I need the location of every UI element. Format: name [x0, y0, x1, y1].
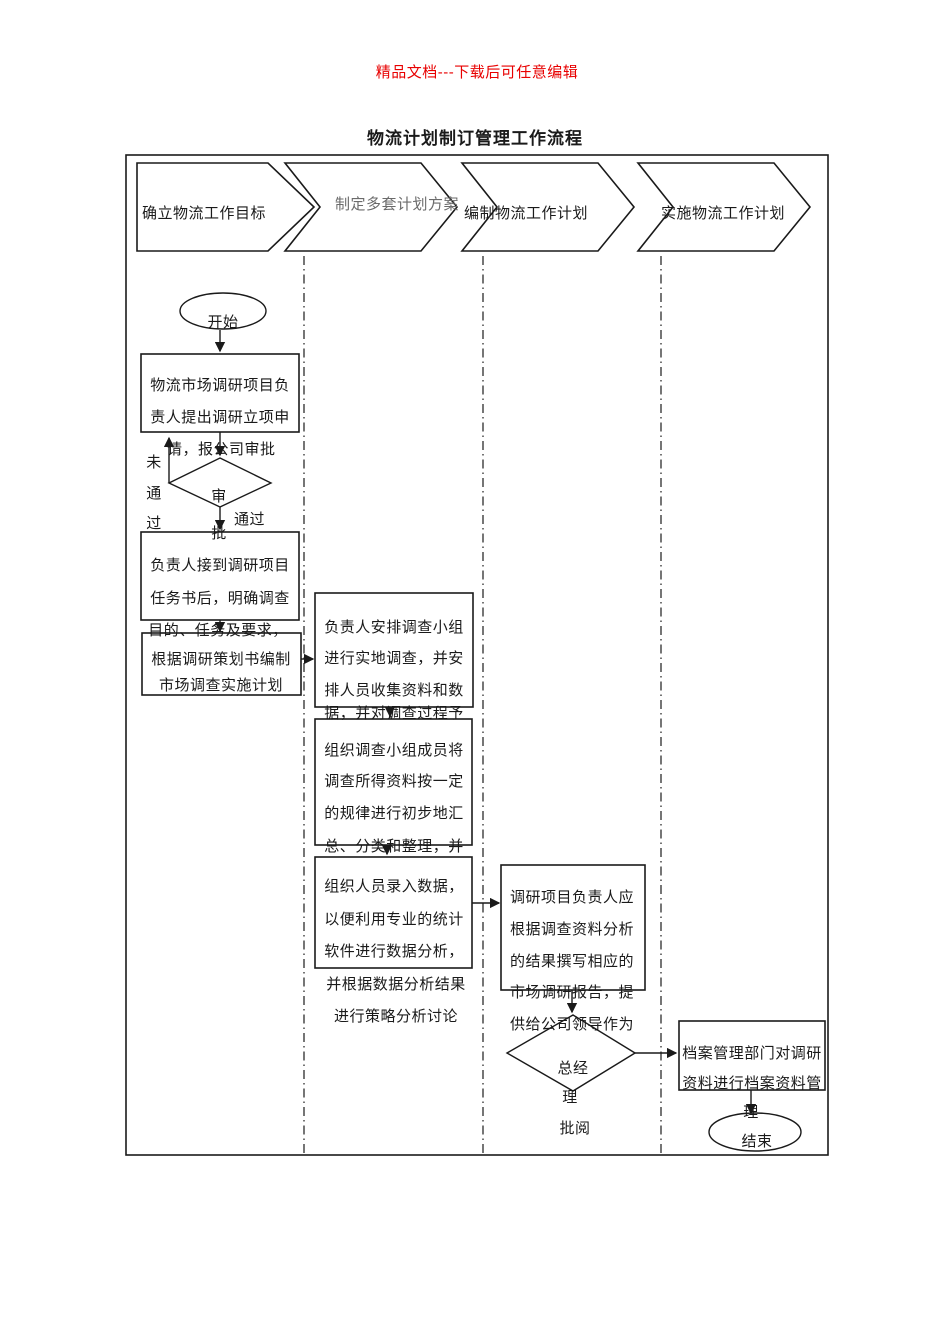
process-box-c1-3	[141, 632, 302, 696]
c4-box1-line3: 理	[743, 1104, 759, 1121]
c3-box1-line1: 调研项目负责人应	[510, 888, 634, 906]
gm-decision-line1: 总经	[557, 1060, 588, 1077]
reject-label-char3: 过	[146, 515, 162, 532]
phase-1-chevron	[136, 162, 316, 252]
c1-box2-line1: 负责人接到调研项目	[150, 557, 290, 574]
c4-box1-line2: 资料进行档案资料管	[682, 1074, 822, 1092]
c3-box1-line4: 市场调研报告，提	[510, 984, 634, 1001]
decision-diamond-gm	[505, 1014, 637, 1092]
process-box-c2-2	[314, 718, 473, 846]
c1-box3-line1: 根据调研策划书编制	[151, 651, 291, 668]
gm-decision-line3: 批阅	[559, 1120, 590, 1137]
gm-decision-line2: 理	[562, 1089, 578, 1106]
decision-label-line2: 批	[211, 525, 227, 542]
phase-2-chevron	[283, 162, 459, 252]
phase-3-chevron	[460, 162, 636, 252]
reject-label-char2: 通	[146, 485, 162, 502]
flowchart-frame	[125, 154, 829, 1156]
phase-2-label: 制定多套计划方案	[335, 195, 459, 213]
process-box-c3-1	[500, 864, 646, 991]
c4-box1-line1: 档案管理部门对调研	[682, 1044, 822, 1062]
c1-box1-line1: 物流市场调研项目负	[150, 377, 290, 394]
c2-box1-line1: 负责人安排调查小组	[324, 619, 464, 636]
phase-4-label: 实施物流工作计划	[661, 205, 785, 222]
c2-box2-line4: 总、分类和整理，并	[324, 838, 464, 855]
c2-box2-line3: 的规律进行初步地汇	[324, 805, 464, 822]
process-box-c1-2	[140, 531, 300, 621]
c3-box1-line3: 的结果撰写相应的	[510, 952, 634, 970]
header-note: 精品文档---下载后可任意编辑	[376, 63, 579, 81]
c2-box2-line1: 组织调查小组成员将	[324, 742, 464, 759]
phase-4-chevron	[636, 162, 812, 252]
process-box-c4-1	[678, 1020, 826, 1091]
c1-box3-line2: 市场调查实施计划	[159, 677, 283, 694]
c1-box1-line3: 请，报公司审批	[167, 441, 276, 458]
phase-1-label: 确立物流工作目标	[142, 205, 266, 222]
c2-box3-line4: 并根据数据分析结果	[326, 976, 466, 993]
end-label: 结束	[741, 1133, 772, 1150]
c2-box3-line2: 以便利用专业的统计	[324, 911, 464, 928]
page-title: 物流计划制订管理工作流程	[367, 128, 583, 148]
c2-box1-line2: 进行实地调查，并安	[324, 650, 464, 667]
process-box-c2-1	[314, 592, 474, 708]
process-box-c2-3	[314, 856, 473, 969]
c2-box3-line1: 组织人员录入数据，	[324, 878, 464, 895]
c3-box1-line5: 供给公司领导作为	[510, 1016, 634, 1033]
c1-box1-line2: 责人提出调研立项申	[150, 409, 290, 426]
phase-3-label: 编制物流工作计划	[464, 205, 588, 222]
c2-box1-line3: 排人员收集资料和数	[324, 682, 464, 699]
approve-label: 通过	[234, 511, 265, 528]
c1-box2-line3: 目的、任务及要求，	[148, 622, 288, 639]
c1-box2-line2: 任务书后，明确调查	[150, 590, 290, 607]
end-ellipse	[708, 1112, 802, 1152]
decision-label-line1: 审	[211, 488, 227, 505]
reject-label-char1: 未	[146, 454, 162, 471]
c2-box2-line2: 调查所得资料按一定	[324, 773, 464, 790]
c2-box1-line4: 据，并对调查过程予	[324, 705, 464, 722]
start-label: 开始	[207, 314, 238, 331]
c3-box1-line2: 根据调查资料分析	[510, 921, 634, 938]
start-ellipse	[179, 292, 267, 330]
c2-box3-line5: 进行策略分析讨论	[334, 1008, 458, 1025]
c2-box3-line3: 软件进行数据分析，	[324, 943, 464, 960]
